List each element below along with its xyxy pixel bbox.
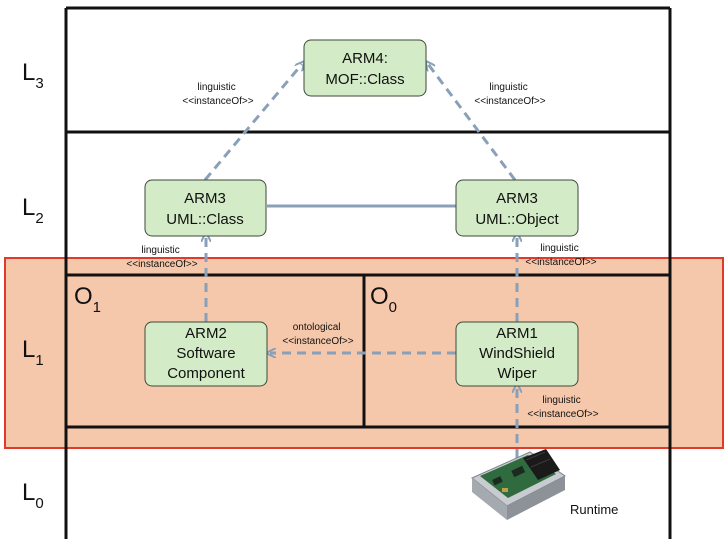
label-ling-arm2-to-class: linguistic <<instanceOf>> xyxy=(126,245,197,270)
level-label-l0: L0 xyxy=(22,479,44,512)
level-label-l1: L1 xyxy=(22,336,44,369)
level-label-l3: L3 xyxy=(22,59,44,92)
region-label-o0: O0 xyxy=(370,283,397,316)
label-ling-arm1-to-object: linguistic <<instanceOf>> xyxy=(525,243,596,268)
arrow-class-to-arm4 xyxy=(203,64,302,181)
runtime-label: Runtime xyxy=(570,502,618,517)
node-arm4-mof-class[interactable]: ARM4:MOF::Class xyxy=(303,39,427,97)
runtime-ecu-icon xyxy=(471,449,566,520)
label-ling-runtime-to-arm1: linguistic <<instanceOf>> xyxy=(527,395,598,420)
label-onto-arm1-to-arm2: ontological <<instanceOf>> xyxy=(282,322,353,347)
svg-text:ARM4:MOF::Class: ARM4:MOF::Class xyxy=(325,50,404,88)
label-ling-object-to-arm4: linguistic <<instanceOf>> xyxy=(474,82,545,107)
region-label-o1: O1 xyxy=(74,283,101,316)
label-ling-class-to-arm4: linguistic <<instanceOf>> xyxy=(182,82,253,107)
level-label-l2: L2 xyxy=(22,194,44,227)
arrow-object-to-arm4 xyxy=(428,64,517,181)
